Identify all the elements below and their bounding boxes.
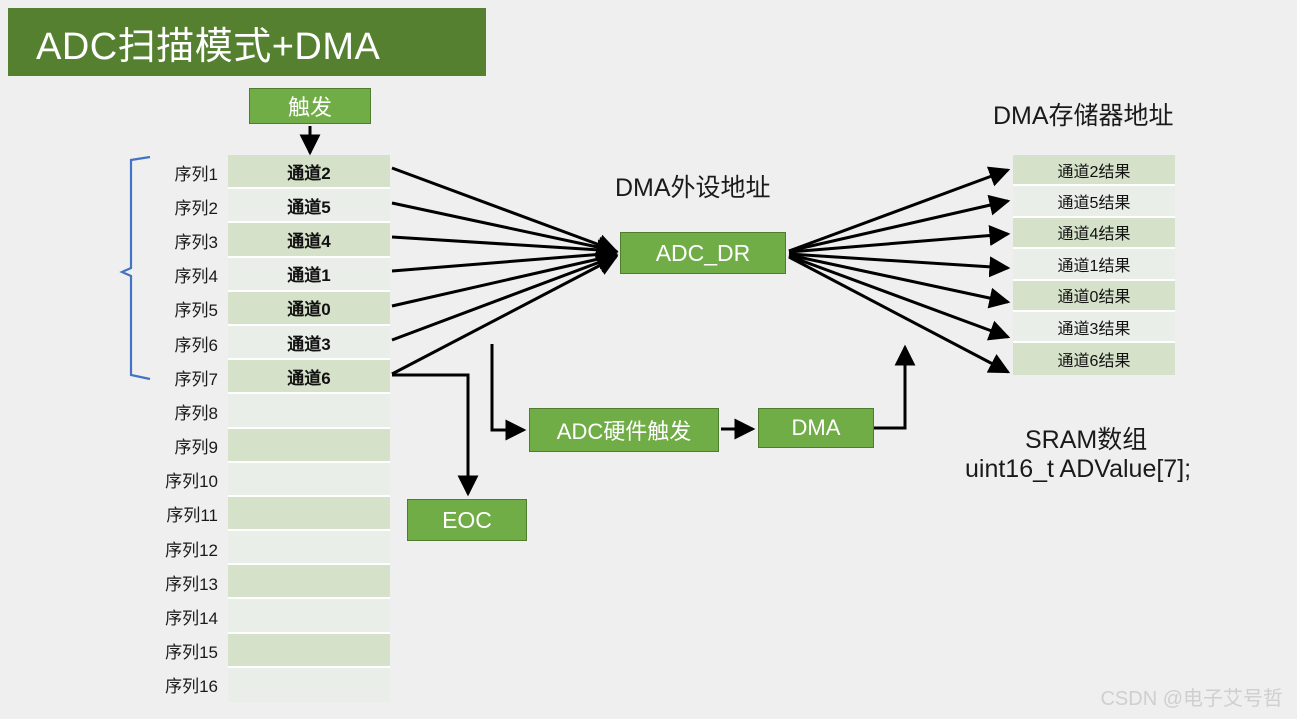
sequence-label: 序列16 [165,677,218,697]
arrow-row-to-adcdr [391,244,619,273]
sequence-label: 序列15 [165,643,218,663]
arrow-adcdr-to-result [788,253,1011,309]
table-row: 通道5结果 [1013,186,1175,218]
arrow-to-adc-hardware-trigger [490,344,527,441]
adc-dr-box: ADC_DR [620,232,786,274]
label-sram-array: SRAM数组 [1025,426,1148,454]
table-row [228,667,390,702]
table-row: 通道1结果 [1013,249,1175,281]
table-row: 通道2结果 [1013,155,1175,187]
arrow-adcdr-to-result [788,255,1011,374]
slide-title-banner: ADC扫描模式+DMA [8,8,486,76]
arrow-row-to-adcdr [391,248,619,308]
table-row [228,394,390,429]
arrow-row-to-adcdr [391,255,619,376]
table-row: 通道3结果 [1013,311,1175,344]
arrow-adcdr-to-result [788,252,1011,278]
sequence-label: 序列11 [166,506,218,526]
arrow-adcdr-to-result [788,254,1011,341]
table-row: 通道0结果 [1013,280,1175,312]
sequence-label: 序列6 [174,335,218,355]
sequence-label: 序列3 [174,232,218,252]
sequence-label: 序列14 [165,609,218,629]
dma-result-table: 通道2结果 通道5结果 通道4结果 通道1结果 通道0结果 通道3结果 通道6结… [1013,155,1175,375]
dma-box: DMA [758,408,874,448]
sequence-label: 序列1 [174,164,218,184]
table-row: 通道3 [228,325,390,361]
table-row: 通道6 [228,360,390,395]
table-row: 通道2 [228,155,390,190]
sequence-label: 序列13 [165,574,218,594]
table-row [228,531,390,566]
sequence-label: 序列5 [174,301,218,321]
arrow-adcdr-to-result [788,166,1011,253]
sequence-label: 序列7 [174,369,218,389]
arrow-to-eoc [392,373,479,497]
table-row: 通道4结果 [1013,217,1175,250]
table-row [228,599,390,634]
label-sram-declaration: uint16_t ADValue[7]; [965,455,1192,483]
table-row [228,428,390,463]
arrow-row-to-adcdr [391,201,619,258]
arrow-row-to-adcdr [391,166,619,255]
arrow-adcdr-to-result [788,225,1011,254]
csdn-watermark: CSDN @电子艾号哲 [1100,688,1283,710]
sequence-label: 序列9 [174,438,218,458]
sequence-label: 序列4 [174,267,218,287]
table-row: 通道1 [228,257,390,292]
eoc-box: EOC [407,499,527,541]
label-dma-peripheral-address: DMA外设地址 [615,174,771,202]
sequence-label: 序列8 [174,403,218,423]
table-row: 通道6结果 [1013,343,1175,375]
sequence-label: 序列10 [165,472,218,492]
sequence-label-column: 序列1 序列2 序列3 序列4 序列5 序列6 序列7 序列8 序列9 序列10… [100,155,222,702]
label-dma-memory-address: DMA存储器地址 [993,102,1174,130]
arrow-dma-feedback [874,344,916,430]
sequence-label: 序列2 [174,198,218,218]
table-row [228,565,390,600]
arrow-adcdr-to-result [788,194,1011,253]
table-row [228,633,390,668]
arrow-row-to-adcdr [391,252,619,342]
table-row: 通道5 [228,189,390,224]
arrow-row-to-adcdr [391,235,619,261]
sequence-channel-table: 通道2 通道5 通道4 通道1 通道0 通道3 通道6 [228,155,390,702]
trigger-box: 触发 [249,88,371,124]
table-row: 通道4 [228,223,390,258]
table-row [228,496,390,532]
sequence-label: 序列12 [165,540,218,560]
table-row: 通道0 [228,291,390,326]
page-title: ADC扫描模式+DMA [36,25,381,68]
adc-hardware-trigger-box: ADC硬件触发 [529,408,719,452]
table-row [228,462,390,497]
